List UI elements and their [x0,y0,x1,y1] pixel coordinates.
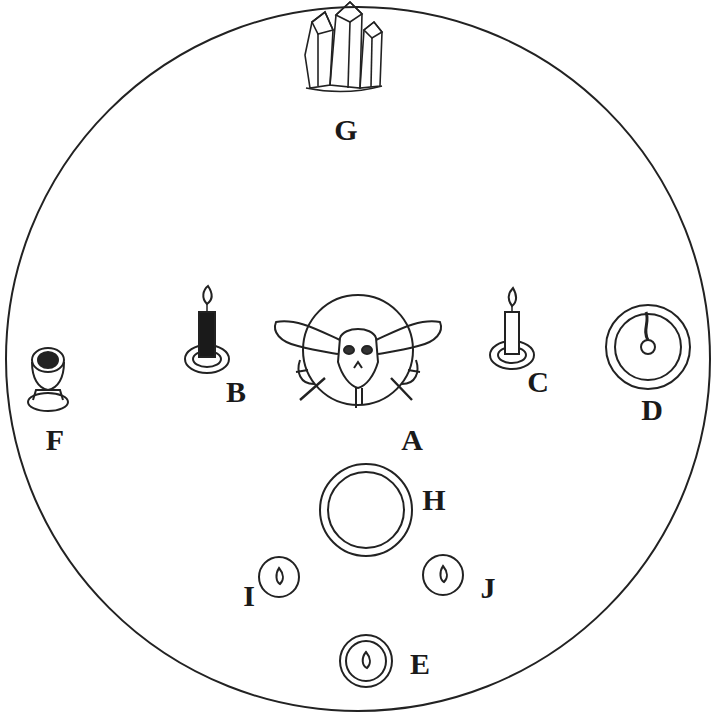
altar-circle [6,7,710,711]
horned-skull-altar [275,295,441,408]
white-candle [490,288,534,369]
part-letter: G [334,115,357,145]
part-letter: I [243,581,255,611]
tea-light [423,555,463,595]
tea-light [259,557,299,597]
part-letter: D [641,395,663,425]
crystal-cluster [305,2,382,92]
offering-ring [320,464,412,556]
chalice [28,348,68,411]
part-letter: B [226,377,246,407]
part-letter: C [527,367,549,397]
black-candle [185,286,229,373]
part-letter: E [410,649,430,679]
part-letter: J [481,573,496,603]
tea-light [340,635,392,687]
part-letter: A [401,425,423,455]
part-letter: H [422,485,445,515]
part-letter: F [46,425,64,455]
incense-dish [606,305,690,389]
